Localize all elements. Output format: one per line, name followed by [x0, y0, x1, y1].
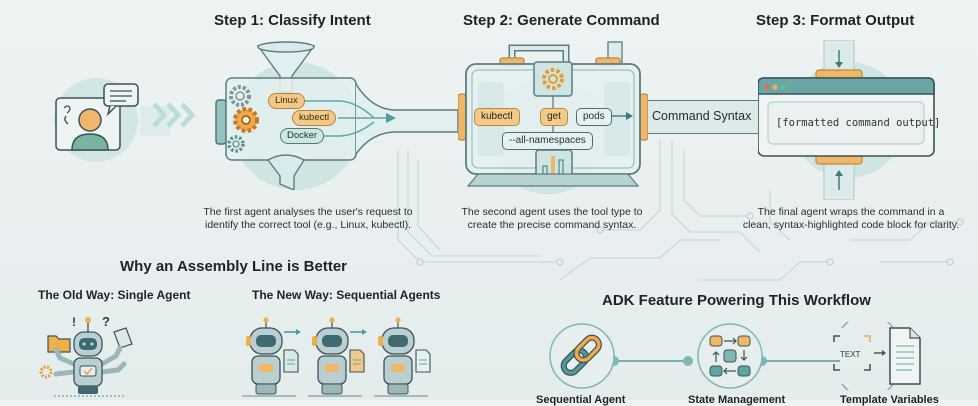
- tool-pill-docker: Docker: [280, 128, 325, 144]
- command-token-all-namespaces: --all-namespaces: [502, 132, 593, 150]
- features-title: ADK Feature Powering This Workflow: [602, 292, 871, 309]
- command-syntax-pipe: Command Syntax: [648, 100, 760, 134]
- svg-text:!: !: [72, 315, 76, 329]
- step-2-title: Step 2: Generate Command: [463, 12, 660, 29]
- connector-label: Command Syntax: [652, 109, 752, 123]
- robot-agent-1: [242, 317, 299, 397]
- feature-label-2: State Management: [688, 394, 786, 406]
- gear-icon: [233, 107, 259, 133]
- feature-label-3: Template Variables: [840, 394, 939, 406]
- feature-template-variables: TEXT: [826, 314, 936, 398]
- new-way-title: The New Way: Sequential Agents: [252, 288, 441, 302]
- handoff-arrow-icon: [284, 329, 301, 335]
- classifier-machine: Linux kubectl Docker: [196, 40, 476, 192]
- feature-sequential-agent: [548, 322, 616, 390]
- formatted-output-text: [formatted command output]: [776, 117, 941, 129]
- gear-icon: [229, 85, 251, 107]
- chevron-stream-icon: [152, 102, 196, 128]
- window-close-dot: [764, 84, 770, 90]
- svg-text:TEXT: TEXT: [840, 350, 861, 359]
- robot-agent-3: [374, 317, 431, 397]
- command-machine-icon: kubectl get pods --all-namespaces: [457, 36, 649, 196]
- document-icon: [415, 349, 431, 373]
- svg-text:?: ?: [102, 314, 110, 329]
- robot-agent-2: [308, 317, 365, 397]
- step-3-description: The final agent wraps the command in a c…: [742, 206, 960, 231]
- state-database-icon: [697, 323, 763, 389]
- window-maximize-dot: [780, 84, 786, 90]
- comparison-title: Why an Assembly Line is Better: [120, 258, 348, 275]
- gear-icon: [542, 68, 564, 90]
- command-token-pods: pods: [576, 108, 612, 126]
- feature-label-1: Sequential Agent: [536, 394, 626, 406]
- command-token-kubectl: kubectl: [474, 108, 520, 126]
- tool-pill-kubectl: kubectl: [292, 110, 337, 126]
- step-3-title: Step 3: Format Output: [756, 12, 915, 29]
- step-2-description: The second agent uses the tool type to c…: [461, 206, 643, 231]
- tool-pill-linux: Linux: [268, 93, 305, 109]
- code-window-icon: [formatted command output]: [757, 39, 941, 201]
- overloaded-robot-icon: ! ?: [34, 314, 144, 400]
- window-minimize-dot: [772, 84, 778, 90]
- step-1-description: The first agent analyses the user's requ…: [203, 206, 413, 231]
- command-token-get: get: [540, 108, 568, 126]
- document-icon: [283, 349, 299, 373]
- old-way-title: The Old Way: Single Agent: [38, 288, 191, 302]
- step-1-title: Step 1: Classify Intent: [214, 12, 371, 29]
- chain-link-icon: [549, 323, 615, 389]
- gear-icon: [227, 135, 245, 153]
- document-icon: [349, 349, 365, 373]
- handoff-arrow-icon: [350, 329, 367, 335]
- robot-chain-icon: [240, 316, 450, 400]
- template-text-icon: TEXT: [833, 314, 921, 398]
- feature-state-management: [696, 322, 764, 390]
